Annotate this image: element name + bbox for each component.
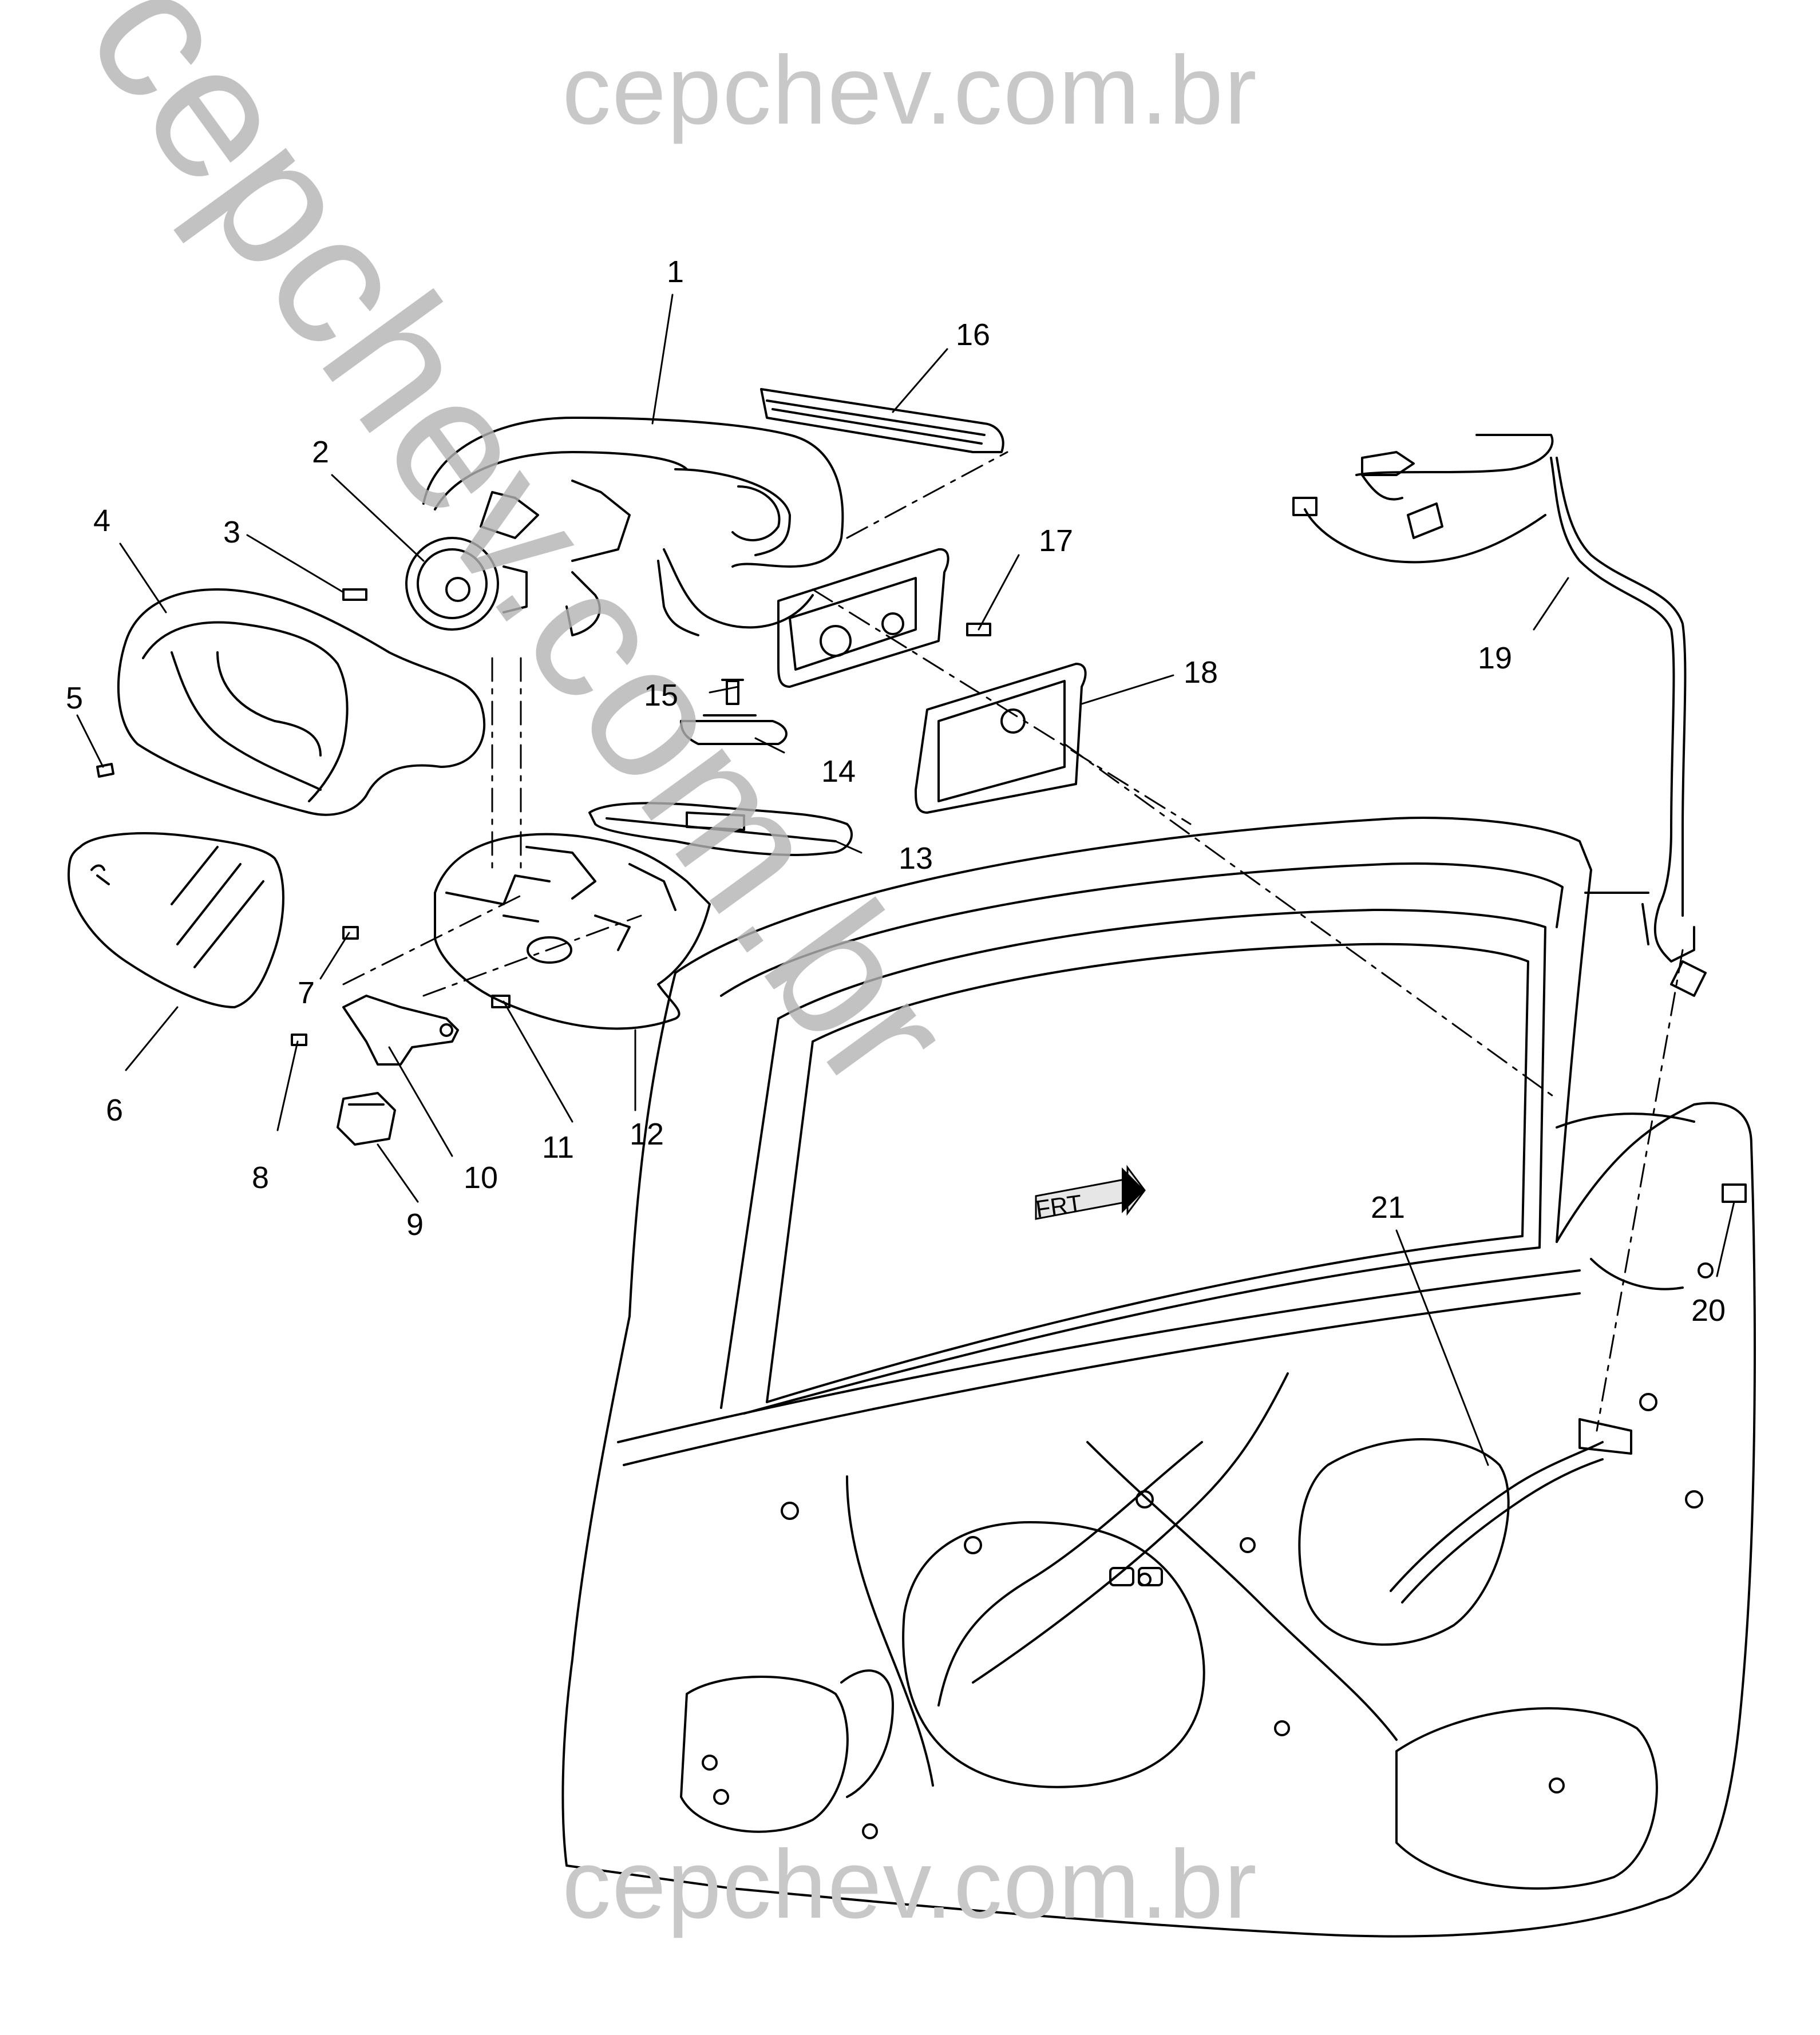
screws (96, 588, 1747, 1203)
callout-2: 2 (311, 435, 330, 469)
callout-8: 8 (251, 1161, 270, 1195)
part-4-mirror-cover (117, 588, 486, 816)
part-19-harness (1292, 434, 1707, 997)
callout-6: 6 (105, 1093, 124, 1127)
part-12-lower-base (434, 833, 711, 1030)
callout-10: 10 (463, 1161, 498, 1195)
part-17-18-bracket (777, 548, 1087, 814)
part-14-cover (680, 714, 788, 745)
callout-20: 20 (1691, 1293, 1726, 1328)
part-9-grommet (337, 1092, 396, 1146)
part-1-mirror-housing (422, 417, 844, 636)
callout-14: 14 (821, 754, 856, 789)
callout-15: 15 (643, 678, 679, 712)
callout-7: 7 (297, 976, 315, 1010)
door-assembly (561, 817, 1756, 1938)
watermark-top: cepchev.com.br (562, 36, 1258, 145)
callout-5: 5 (65, 681, 84, 715)
callout-11: 11 (541, 1130, 575, 1165)
part-15-screw (721, 679, 744, 705)
part-10-bracket (342, 995, 459, 1066)
callout-17: 17 (1038, 524, 1074, 558)
callout-16: 16 (955, 318, 991, 352)
alignment-lines (342, 451, 1684, 1432)
part-6-mirror-glass (68, 832, 284, 1008)
frt-direction-label: FRT (1034, 1189, 1084, 1223)
leader-lines (76, 294, 1735, 1466)
callout-12: 12 (629, 1117, 664, 1151)
part-2-actuator (405, 537, 528, 631)
part-13-turn-signal (588, 802, 853, 856)
callout-1: 1 (666, 255, 685, 289)
watermark-bottom: cepchev.com.br (562, 1830, 1258, 1939)
frt-arrow-icon (1035, 1165, 1146, 1220)
callout-9: 9 (406, 1207, 424, 1242)
callout-19: 19 (1477, 641, 1513, 675)
callout-3: 3 (223, 515, 241, 549)
callout-21: 21 (1370, 1190, 1406, 1225)
callout-18: 18 (1183, 655, 1218, 690)
part-16-upper-trim (760, 388, 1004, 453)
callout-4: 4 (93, 504, 111, 538)
callout-13: 13 (898, 841, 933, 876)
